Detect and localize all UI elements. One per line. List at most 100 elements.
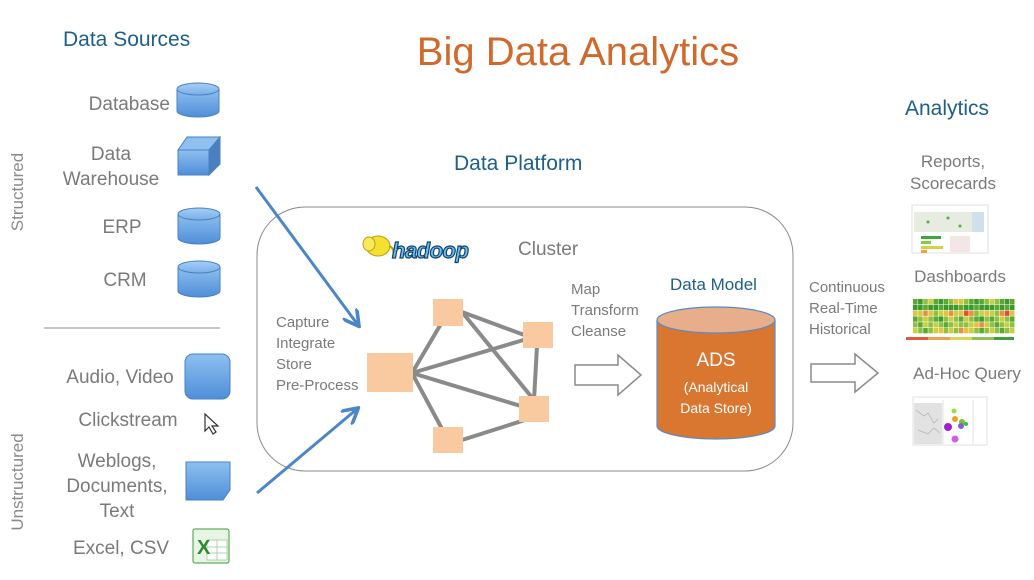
heatmap-cell — [1004, 328, 1010, 334]
hadoop-logo: hadoop — [362, 235, 470, 264]
transform-step: Map — [571, 281, 601, 298]
heatmap-cell — [999, 310, 1005, 316]
transform-step: Transform — [571, 302, 639, 319]
heatmap-cell — [918, 316, 923, 322]
heatmap-cell — [1009, 310, 1015, 316]
heatmap-scale-lightgreen — [972, 337, 994, 340]
heatmap-cell — [969, 310, 974, 316]
heatmap-cell — [933, 304, 938, 311]
unstructured-ingest-arrow — [256, 409, 357, 495]
heatmap-cell — [953, 310, 959, 316]
heatmap-cell — [943, 328, 949, 334]
heatmap-cell — [928, 316, 933, 322]
heatmap-cell — [958, 304, 964, 311]
media-square-icon — [184, 353, 231, 400]
svg-text:X: X — [197, 537, 211, 559]
excel-icon: X — [192, 528, 230, 564]
heatmap-cell — [989, 304, 995, 311]
heatmap-cell — [979, 328, 984, 334]
heatmap-dashboard-thumbnail — [913, 299, 1015, 334]
heatmap-cell — [1009, 299, 1015, 305]
ingest-steps: Capture Integrate Store Pre-Process — [276, 312, 359, 396]
heatmap-scale-yellow — [950, 337, 972, 340]
delivery-modes: Continuous Real-Time Historical — [809, 277, 885, 340]
heatmap-cell — [1009, 322, 1015, 328]
heatmap-cell — [958, 299, 964, 305]
heatmap-cell — [933, 322, 938, 328]
heatmap-cell — [1009, 316, 1015, 322]
svg-text:hadoop: hadoop — [392, 238, 468, 263]
heatmap-cell — [999, 299, 1005, 305]
heatmap-cell — [923, 310, 928, 316]
heatmap-cell — [938, 310, 944, 316]
analytics-label-reports: Reports, Scorecards — [910, 152, 996, 193]
data-model-heading: Data Model — [670, 275, 757, 294]
heatmap-cell — [928, 328, 933, 334]
heatmap-cell — [1004, 316, 1010, 322]
structured-ingest-arrow — [254, 186, 358, 325]
heatmap-cell — [923, 316, 928, 322]
heatmap-cell — [938, 316, 944, 322]
heatmap-cell — [984, 316, 989, 322]
heatmap-cell — [958, 310, 964, 316]
heatmap-cell — [913, 328, 918, 334]
heatmap-cell — [923, 328, 928, 334]
heatmap-cell — [933, 310, 938, 316]
heatmap-cell — [958, 328, 964, 334]
data-platform-heading: Data Platform — [454, 152, 583, 175]
heatmap-cell — [948, 328, 954, 334]
heatmap-cell — [943, 299, 949, 305]
heatmap-cell — [918, 310, 923, 316]
heatmap-cell — [1004, 299, 1010, 305]
heatmap-cell — [974, 316, 979, 322]
heatmap-cell — [943, 322, 949, 328]
ingest-step: Capture — [276, 314, 330, 331]
heatmap-cell — [999, 304, 1005, 311]
heatmap-cell — [1009, 328, 1015, 334]
cluster-node — [433, 299, 463, 326]
ads-title: ADS — [696, 350, 736, 371]
heatmap-cell — [989, 322, 995, 328]
heatmap-cell — [974, 304, 979, 311]
transform-arrow — [574, 353, 643, 397]
heatmap-cell — [989, 299, 995, 305]
structured-label: Structured — [8, 152, 27, 232]
heatmap-cell — [984, 322, 989, 328]
report-thumbnail — [911, 204, 989, 254]
heatmap-cell — [948, 299, 954, 305]
transform-step: Cleanse — [571, 323, 627, 340]
heatmap-cell — [979, 299, 984, 305]
heatmap-cell — [994, 322, 1000, 328]
heatmap-cell — [938, 299, 944, 305]
heatmap-cell — [943, 316, 949, 322]
heatmap-cell — [979, 316, 984, 322]
heatmap-cell — [1004, 304, 1010, 311]
heatmap-cell — [1004, 322, 1010, 328]
heatmap-cell — [953, 304, 959, 311]
source-label-excel-csv: Excel, CSV — [72, 538, 170, 559]
heatmap-cell — [938, 322, 944, 328]
heatmap-cell — [918, 322, 923, 328]
source-label-database: Database — [88, 94, 170, 115]
heatmap-cell — [984, 328, 989, 334]
heatmap-cell — [969, 322, 974, 328]
deliver-arrow — [810, 352, 880, 394]
cluster-node — [433, 427, 463, 453]
heatmap-cell — [974, 322, 979, 328]
heatmap-scale-red — [906, 337, 928, 340]
cluster-label: Cluster — [518, 239, 579, 260]
analytics-heading: Analytics — [905, 97, 990, 120]
heatmap-cell — [953, 299, 959, 305]
heatmap-cell — [948, 310, 954, 316]
heatmap-scale-green — [994, 337, 1014, 340]
delivery-mode: Historical — [809, 321, 871, 338]
ingest-step: Store — [276, 356, 312, 373]
heatmap-cell — [958, 322, 964, 328]
document-icon — [185, 461, 231, 501]
scatter-query-thumbnail — [912, 396, 988, 446]
heatmap-cell — [969, 328, 974, 334]
ads-cylinder-icon — [656, 306, 776, 440]
analytics-label-adhoc-query: Ad-Hoc Query — [913, 364, 1021, 383]
cluster-node — [523, 322, 553, 348]
